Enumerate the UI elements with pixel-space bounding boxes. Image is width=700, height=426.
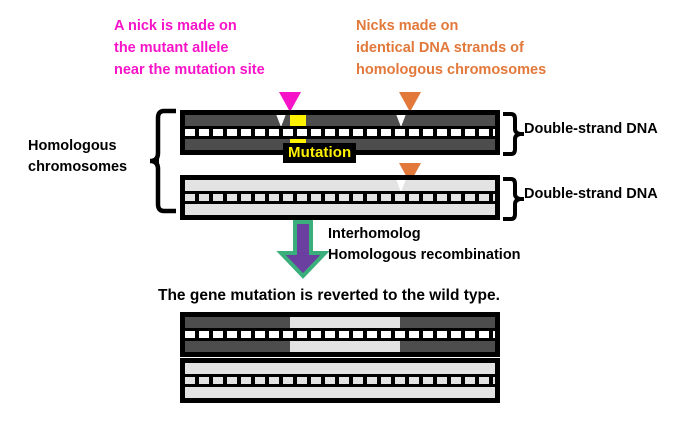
dna-strand-top-result-corrected — [185, 317, 495, 328]
label-result-wild-type: The gene mutation is reverted to the wil… — [158, 287, 500, 304]
nick-orange-top-strand — [396, 115, 406, 126]
dna-base-pair-rungs-result-homolog — [185, 376, 495, 385]
dna-duplex-homolog-wildtype — [180, 175, 500, 220]
brace-right-bottom-duplex — [503, 177, 525, 221]
triangle-down-icon-magenta-nick — [279, 92, 301, 112]
brace-left-homologous-chromosomes — [150, 108, 176, 214]
callout-nicks-homologous-chromosomes: Nicks made on identical DNA strands of h… — [356, 18, 547, 78]
label-double-strand-dna-top: Double-strand DNA — [524, 121, 658, 137]
dna-strand-top-homolog — [185, 180, 495, 191]
dna-duplex-result-corrected — [180, 312, 500, 357]
brace-right-top-duplex — [503, 112, 525, 156]
converted-patch-top — [290, 317, 400, 328]
dna-strand-bottom-homolog — [185, 204, 495, 215]
dna-base-pair-rungs-mutant — [185, 128, 495, 137]
dna-base-pair-rungs-homolog — [185, 193, 495, 202]
nick-orange-homolog-strand — [396, 180, 406, 191]
dna-strand-bottom-result-homolog — [185, 387, 495, 398]
converted-patch-bottom — [290, 341, 400, 352]
label-interhomolog-homologous-recombination: Interhomolog Homologous recombination — [328, 226, 521, 264]
dna-duplex-result-homolog — [180, 358, 500, 403]
callout-nick-mutant-allele: A nick is made on the mutant allele near… — [114, 18, 265, 78]
dna-base-pair-rungs-result-corrected — [185, 330, 495, 339]
dna-strand-top-result-homolog — [185, 363, 495, 374]
label-homologous-chromosomes: Homologous chromosomes — [28, 138, 128, 176]
nick-magenta-top-strand — [276, 115, 286, 126]
mutation-marker-top — [290, 115, 306, 126]
dna-strand-bottom-result-corrected — [185, 341, 495, 352]
triangle-down-icon-orange-nick-top — [399, 92, 421, 112]
label-mutation: Mutation — [283, 143, 357, 163]
dna-strand-top-mutant — [185, 115, 495, 126]
arrow-down-icon-recombination — [276, 219, 330, 284]
label-double-strand-dna-bottom: Double-strand DNA — [524, 186, 658, 202]
